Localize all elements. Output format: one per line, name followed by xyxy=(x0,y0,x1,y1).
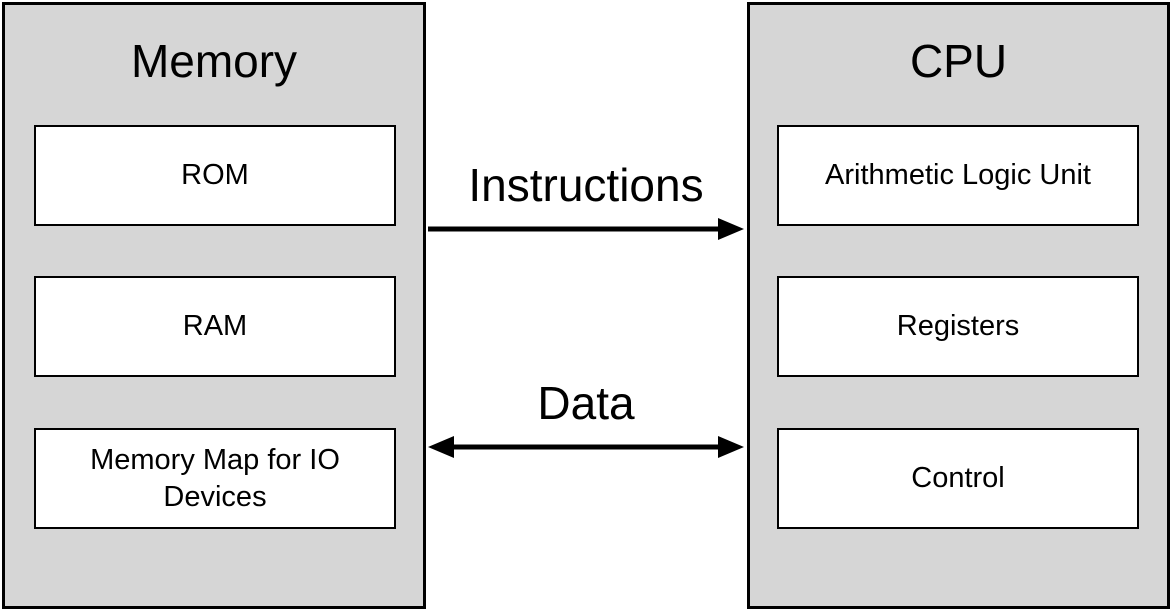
control-box: Control xyxy=(777,428,1139,529)
instructions-label: Instructions xyxy=(468,159,704,211)
cpu-title: CPU xyxy=(909,35,1008,87)
data-arrow xyxy=(428,436,744,458)
data-label: Data xyxy=(537,377,635,429)
cpu-panel: CPU Arithmetic Logic Unit Registers Cont… xyxy=(747,2,1170,609)
alu-box: Arithmetic Logic Unit xyxy=(777,125,1139,226)
data-arrow-head-left xyxy=(428,436,454,458)
memory-map-io-box: Memory Map for IO Devices xyxy=(34,428,396,529)
data-arrow-head-right xyxy=(718,436,744,458)
instructions-arrow xyxy=(428,218,744,240)
memory-panel: Memory ROM RAM Memory Map for IO Devices xyxy=(2,2,426,609)
rom-box: ROM xyxy=(34,125,396,226)
instructions-arrow-head xyxy=(718,218,744,240)
ram-box: RAM xyxy=(34,276,396,377)
registers-box: Registers xyxy=(777,276,1139,377)
memory-title: Memory xyxy=(130,35,298,87)
